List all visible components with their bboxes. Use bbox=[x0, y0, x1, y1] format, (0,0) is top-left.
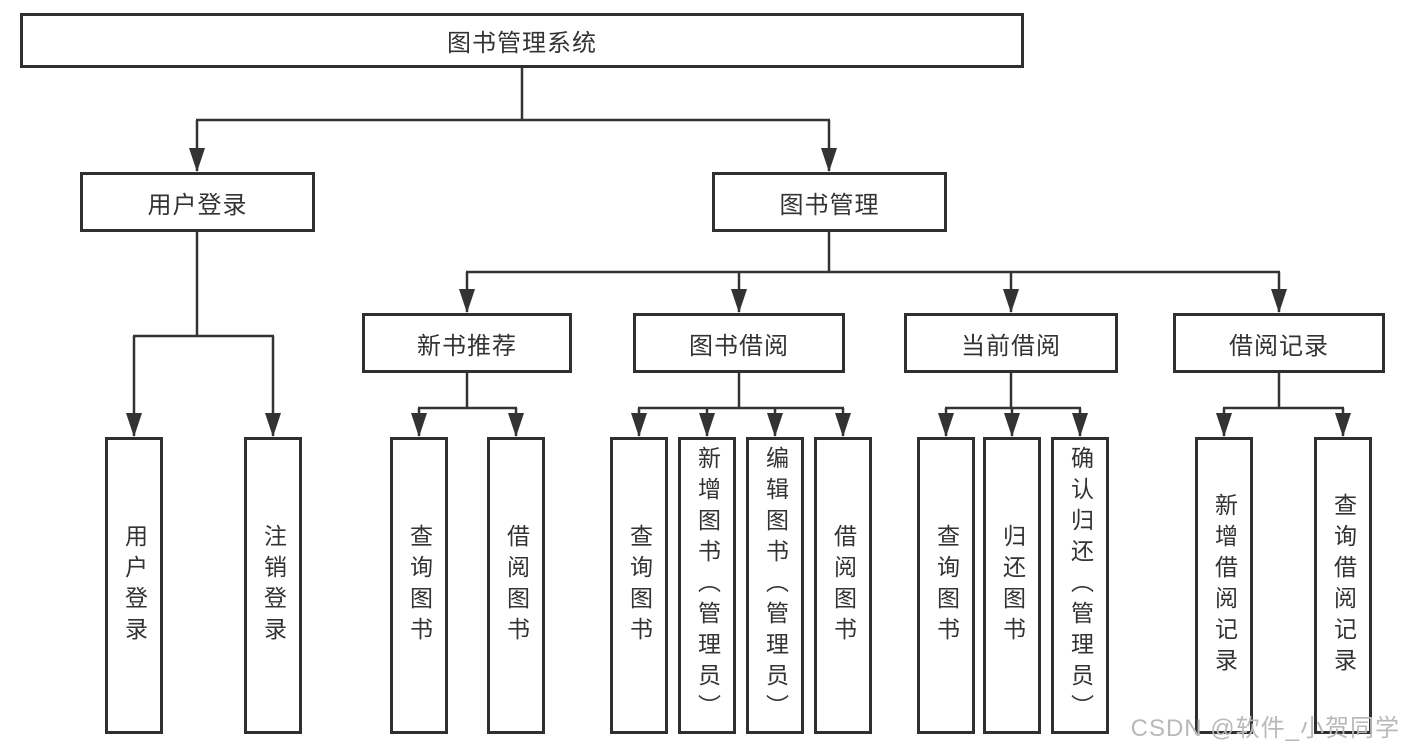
leaf-borrow-books-recommend-label: 借阅图书 bbox=[503, 523, 530, 648]
node-new-book-recommend: 新书推荐 bbox=[362, 313, 572, 373]
leaf-borrow-books-recommend: 借阅图书 bbox=[487, 437, 545, 734]
leaf-user-login-label: 用户登录 bbox=[121, 523, 148, 648]
leaf-add-book-admin-label: 新增图书（管理员） bbox=[694, 446, 721, 725]
leaf-logout-label: 注销登录 bbox=[260, 523, 287, 648]
leaf-query-borrow-record: 查询借阅记录 bbox=[1314, 437, 1372, 734]
leaf-logout: 注销登录 bbox=[244, 437, 302, 734]
leaf-add-book-admin: 新增图书（管理员） bbox=[678, 437, 736, 734]
node-book-management: 图书管理 bbox=[712, 172, 947, 232]
leaf-confirm-return-admin-label: 确认归还（管理员） bbox=[1067, 446, 1094, 725]
leaf-edit-book-admin-label: 编辑图书（管理员） bbox=[762, 446, 789, 725]
leaf-borrow-books: 借阅图书 bbox=[814, 437, 872, 734]
node-user-login: 用户登录 bbox=[80, 172, 315, 232]
leaf-edit-book-admin: 编辑图书（管理员） bbox=[746, 437, 804, 734]
leaf-query-books-borrow-label: 查询图书 bbox=[626, 523, 653, 648]
leaf-user-login: 用户登录 bbox=[105, 437, 163, 734]
leaf-add-borrow-record-label: 新增借阅记录 bbox=[1211, 492, 1238, 679]
leaf-return-books-label: 归还图书 bbox=[999, 523, 1026, 648]
node-borrow-records: 借阅记录 bbox=[1173, 313, 1385, 373]
leaf-add-borrow-record: 新增借阅记录 bbox=[1195, 437, 1253, 734]
leaf-query-borrow-record-label: 查询借阅记录 bbox=[1330, 492, 1357, 679]
leaf-query-books-recommend-label: 查询图书 bbox=[406, 523, 433, 648]
leaf-borrow-books-label: 借阅图书 bbox=[830, 523, 857, 648]
node-book-borrow: 图书借阅 bbox=[633, 313, 845, 373]
leaf-confirm-return-admin: 确认归还（管理员） bbox=[1051, 437, 1109, 734]
node-root: 图书管理系统 bbox=[20, 13, 1024, 68]
leaf-query-books-current: 查询图书 bbox=[917, 437, 975, 734]
leaf-query-books-recommend: 查询图书 bbox=[390, 437, 448, 734]
node-current-borrow: 当前借阅 bbox=[904, 313, 1118, 373]
leaf-query-books-current-label: 查询图书 bbox=[933, 523, 960, 648]
leaf-query-books-borrow: 查询图书 bbox=[610, 437, 668, 734]
leaf-return-books: 归还图书 bbox=[983, 437, 1041, 734]
